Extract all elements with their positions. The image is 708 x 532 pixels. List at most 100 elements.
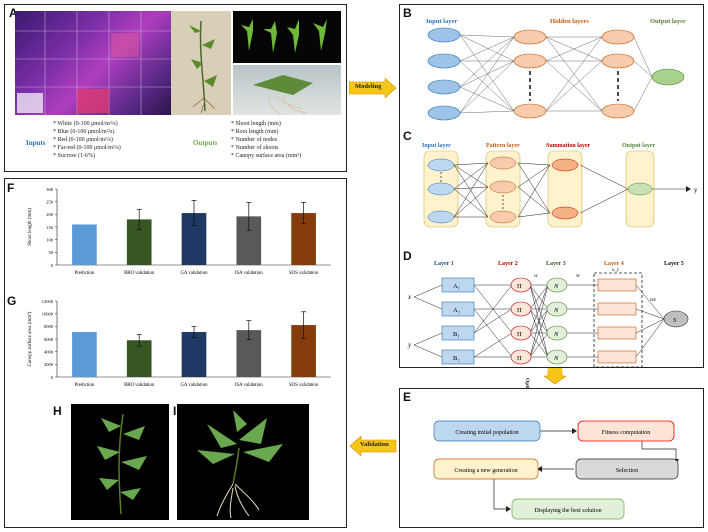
chamber-shelves <box>15 11 171 115</box>
anfis-n-node <box>546 349 568 365</box>
anfis-connections <box>413 284 665 358</box>
grnn-summation-layer-label: Summation layer <box>546 143 591 149</box>
anfis-b2-node <box>441 349 475 365</box>
anfis-b2-label: B₂ <box>453 355 460 362</box>
output-item: * Root length (mm) <box>231 129 279 135</box>
inputs-list: * White (0-100 μmol/m²/s) * Blue (0-100 … <box>53 120 173 160</box>
panel-h-label: H <box>53 404 62 418</box>
modeling-arrow <box>349 78 397 98</box>
anfis-layer4-node <box>597 326 637 340</box>
grnn-pattern-node <box>489 180 517 194</box>
x-tick-label: SOS validation <box>289 271 319 276</box>
optimizing-stem <box>548 368 562 374</box>
anfis-layer5-label: Layer 5 <box>664 261 684 267</box>
validation-label: Validation <box>360 441 389 448</box>
fitness-box <box>577 420 675 442</box>
anfis-a1-label: A₁ <box>453 283 460 290</box>
y-tick-label: 200 <box>46 212 54 217</box>
y-tick-label: 12000 <box>42 299 54 304</box>
anfis-pi-label: Π <box>517 283 522 290</box>
anfis-n-label: N <box>553 331 559 338</box>
creating-initial-text: Creating initial population <box>455 430 518 436</box>
bar <box>181 332 207 377</box>
fitness-text: Fitness computation <box>602 430 651 436</box>
y-tick-label: 50 <box>49 250 54 255</box>
mlp-input-node <box>427 27 461 43</box>
new-generation-text: Creating a new generation <box>454 468 517 474</box>
grnn-summation-node <box>551 206 579 220</box>
grnn-input-node <box>427 158 455 172</box>
anfis-pi-label: Π <box>517 355 522 362</box>
grnn-output-node <box>627 182 653 196</box>
anfis-n-node <box>546 277 568 293</box>
mlp-hidden-node <box>601 53 635 69</box>
anfis-a2-node <box>441 301 475 317</box>
grnn-connections <box>453 162 686 218</box>
anfis-pi-node <box>510 301 532 317</box>
y-tick-label: 8000 <box>44 324 54 329</box>
mlp-output-layer-label: Output layer <box>650 18 686 25</box>
anfis-layer1-nodes <box>441 277 475 365</box>
grnn-pattern-node <box>489 210 517 224</box>
selection-box <box>575 458 679 480</box>
y-tick-label: 300 <box>46 187 54 192</box>
y-tick-label: 150 <box>46 225 54 230</box>
y-axis-label: Canopy surface area (mm²) <box>27 311 33 366</box>
anfis-s-label: S <box>673 317 677 324</box>
rooted-plant-photo <box>233 65 341 116</box>
x-tick-label: Prediction <box>75 383 95 388</box>
grnn-input-node <box>427 210 455 224</box>
cuttings-drawing <box>241 19 327 53</box>
outputs-list: * Shoot length (mm) * Root length (mm) *… <box>231 120 343 160</box>
growth-chamber-photo <box>15 11 171 115</box>
mlp-hidden-node <box>513 103 547 119</box>
y-tick-label: 10000 <box>42 311 54 316</box>
input-item: * Red (0-100 μmol/m²/s) <box>53 137 113 143</box>
y-tick-label: 0 <box>51 263 54 268</box>
anfis-layer4-label: Layer 4 <box>604 261 624 267</box>
x-tick-label: ISA validation <box>235 383 263 388</box>
anfis-wz-label: w̄z <box>650 297 657 303</box>
best-solution-box <box>511 498 625 520</box>
grnn-input-node <box>427 182 455 196</box>
grnn-summation-box <box>547 150 583 228</box>
anfis-w-label: w <box>534 273 538 279</box>
mlp-output-node <box>651 68 685 86</box>
grnn-input-layer-label: Input layer <box>422 143 451 149</box>
panel-i-label: I <box>173 404 177 418</box>
y-tick-label: 0 <box>51 375 54 380</box>
anfis-n-label: N <box>553 307 559 314</box>
cuttings-photo <box>233 11 341 63</box>
anfis-y-label: y <box>407 341 412 349</box>
plant-photo-h <box>71 404 169 520</box>
inputs-title: Inputs <box>26 139 46 147</box>
mlp-hidden-layers-label: Hidden layers <box>550 18 589 25</box>
creating-initial-box <box>433 420 541 442</box>
anfis-a1-node <box>441 277 475 293</box>
anfis-layer1-label: Layer 1 <box>434 261 454 267</box>
anfis-layer2-label: Layer 2 <box>498 261 518 267</box>
anfis-b1-label: B₁ <box>453 331 460 338</box>
input-item: * Far-red (0-100 μmol/m²/s) <box>53 145 121 151</box>
panel-g-label: G <box>7 294 17 308</box>
mlp-input-nodes <box>427 27 461 121</box>
anfis-n-label: N <box>553 283 559 290</box>
plant-drawing <box>189 20 217 114</box>
x-tick-label: BBO validation <box>124 383 155 388</box>
x-tick-label: GA validation <box>180 271 208 276</box>
modeling-label: Modeling <box>355 83 382 90</box>
y-tick-label: 4000 <box>44 349 54 354</box>
anfis-layer4-node <box>597 350 637 364</box>
mlp-input-layer-label: Input layer <box>426 18 457 25</box>
mlp-hidden-node <box>601 29 635 45</box>
best-solution-text: Displaying the best solution <box>534 508 601 514</box>
plant-photo <box>171 11 231 115</box>
panel-c-label: C <box>403 129 412 143</box>
anfis-n-label: N <box>553 355 559 362</box>
grnn-pattern-node <box>489 156 517 170</box>
anfis-pi-label: Π <box>517 331 522 338</box>
anfis-wbar-label: w̄ <box>576 273 580 279</box>
